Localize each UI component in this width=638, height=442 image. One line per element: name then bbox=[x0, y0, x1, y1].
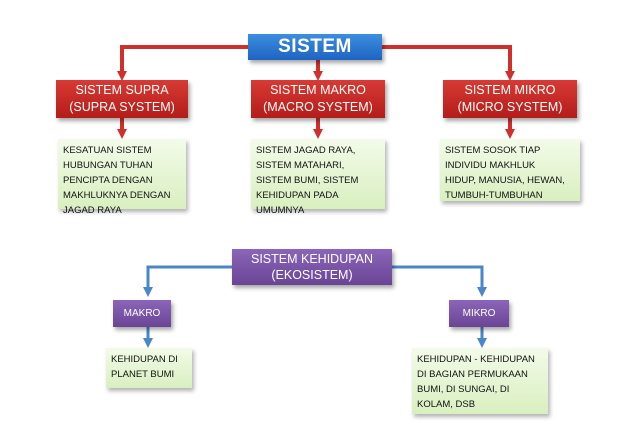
sistem-supra-desc: KESATUAN SISTEM HUBUNGAN TUHAN PENCIPTA … bbox=[58, 139, 186, 216]
red-connectors bbox=[117, 45, 515, 139]
sistem-mikro-box: SISTEM MIKRO (MICRO SYSTEM) bbox=[443, 80, 577, 118]
connector-title-to-supra bbox=[117, 45, 248, 81]
connector-title-to-mikro bbox=[382, 45, 515, 81]
mikro-desc: KEHIDUPAN - KEHIDUPAN DI BAGIAN PERMUKAA… bbox=[412, 348, 548, 414]
mikro-box: MIKRO bbox=[449, 300, 509, 327]
sistem-title: SISTEM bbox=[248, 34, 382, 60]
ekosistem-box: SISTEM KEHIDUPAN (EKOSISTEM) bbox=[232, 249, 392, 285]
connector-eco-to-mikro bbox=[392, 265, 487, 297]
makro-box: MAKRO bbox=[113, 300, 171, 327]
sistem-makro-desc: SISTEM JAGAD RAYA, SISTEM MATAHARI, SIST… bbox=[251, 139, 385, 216]
sistem-mikro-desc: SISTEM SOSOK TIAP INDIVIDU MAKHLUK HIDUP… bbox=[440, 139, 580, 201]
blue-connectors bbox=[143, 265, 487, 348]
makro-desc: KEHIDUPAN DI PLANET BUMI bbox=[106, 348, 192, 388]
sistem-supra-box: SISTEM SUPRA (SUPRA SYSTEM) bbox=[56, 80, 188, 118]
connector-eco-to-makro bbox=[143, 265, 232, 297]
sistem-makro-box: SISTEM MAKRO (MACRO SYSTEM) bbox=[251, 80, 385, 118]
